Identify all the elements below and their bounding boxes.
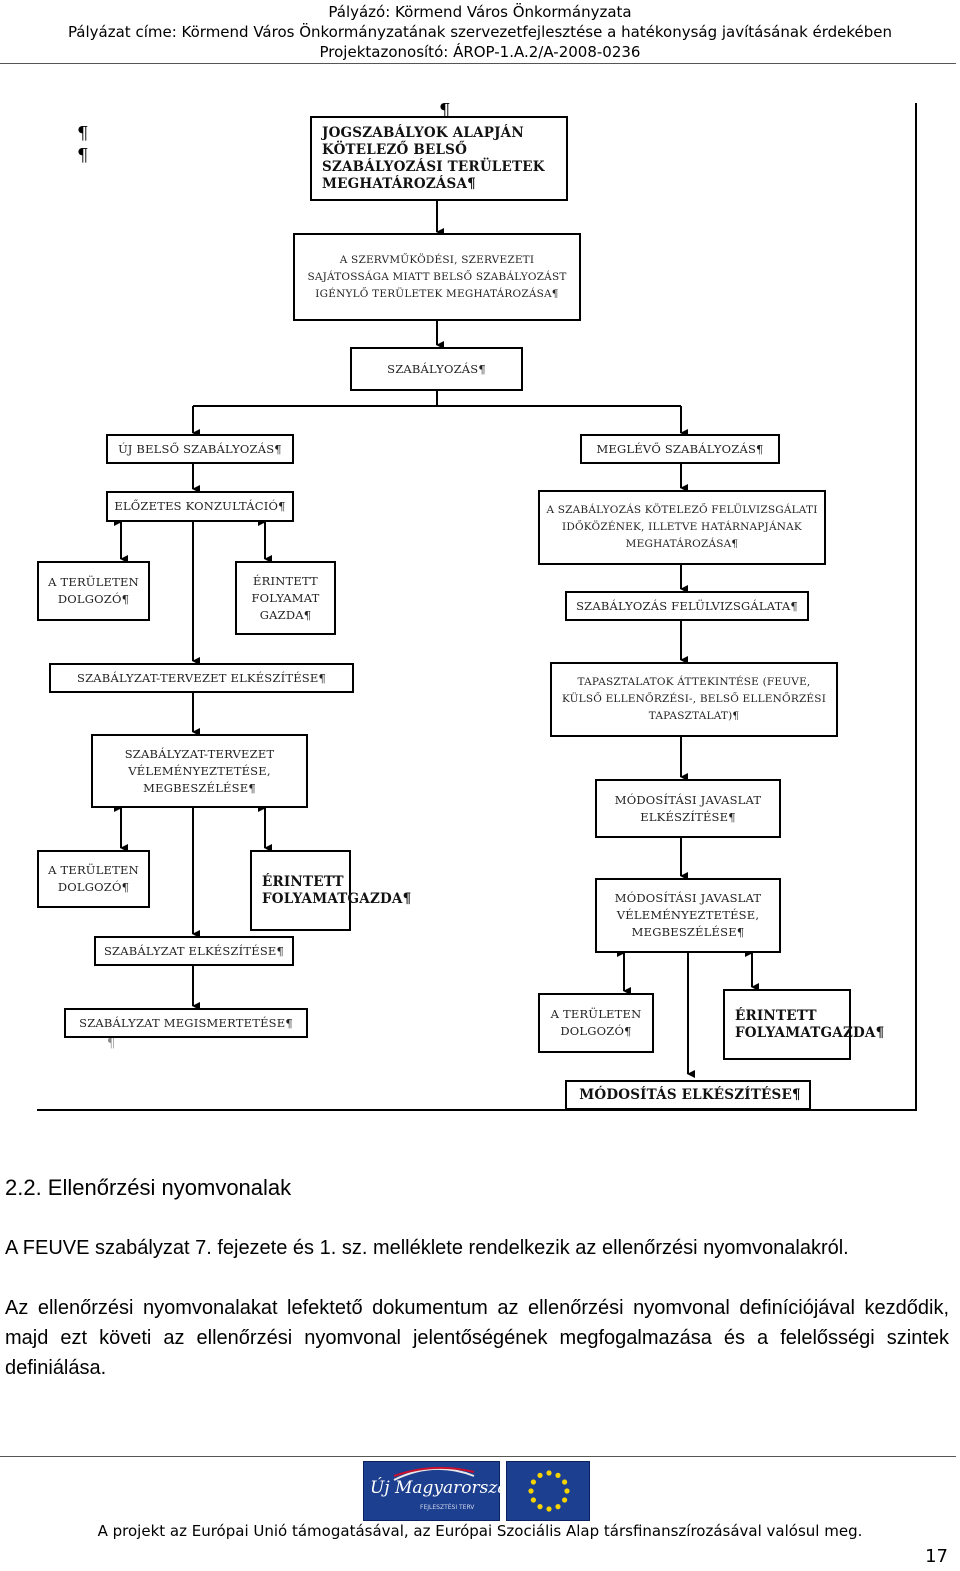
box-regulation-review: Szabályozás felülvizsgálata¶ (565, 591, 809, 621)
box-draft-review: Szabályzat-tervezet véleményeztetése, me… (91, 734, 308, 808)
box-specific-areas: A szervműködési, szervezeti sajátossága … (293, 233, 581, 321)
box-review-interval: A szabályozás kötelező felülvizsgálati i… (538, 490, 826, 565)
box-regulation: Szabályozás¶ (350, 347, 523, 391)
box-label: Módosítás elkészítése¶ (579, 1086, 801, 1103)
box-label: A területen dolgozó¶ (48, 575, 139, 606)
box-label: A területen dolgozó¶ (48, 863, 139, 894)
box-area-staff: A területen dolgozó¶ (538, 993, 654, 1053)
eu-flag-logo (506, 1461, 590, 1521)
header-project-title: Pályázat címe: Körmend Város Önkormányza… (67, 23, 893, 41)
box-modification-review: Módosítási javaslat véleményeztetése, me… (595, 878, 781, 953)
box-new-regulation: Új belső szabályozás¶ (106, 434, 294, 464)
pilcrow-mark: ¶ (107, 1036, 116, 1051)
box-area-staff: A területen dolgozó¶ (37, 561, 150, 621)
box-modification-proposal: Módosítási javaslat elkészítése¶ (595, 779, 781, 838)
box-process-owner: Érintett folyamat gazda¶ (235, 561, 336, 635)
box-label: A szabályozás kötelező felülvizsgálati i… (546, 504, 818, 550)
box-label: Szabályzat megismertetése¶ (79, 1015, 293, 1030)
box-label: A területen dolgozó¶ (550, 1007, 642, 1038)
footer-divider (0, 1456, 956, 1457)
box-experience-review: Tapasztalatok áttekintése (FEUVE, Külső … (550, 662, 838, 737)
box-label: Érintett folyamatgazda¶ (262, 873, 412, 907)
box-rule-preparation: Szabályzat elkészítése¶ (94, 936, 294, 966)
header-applicant: Pályázó: Körmend Város Önkormányzata (328, 3, 632, 21)
box-modification-preparation: Módosítás elkészítése¶ (565, 1080, 811, 1110)
box-label: Módosítási javaslat elkészítése¶ (614, 792, 762, 824)
box-label: Szabályozás felülvizsgálata¶ (576, 598, 798, 613)
box-process-owner: Érintett folyamatgazda¶ (250, 850, 411, 931)
pilcrow-mark: ¶ (77, 145, 89, 166)
pilcrow-mark: ¶ (439, 100, 451, 121)
logo-arc (393, 1466, 475, 1481)
footer-funding-note: A projekt az Európai Unió támogatásával,… (97, 1522, 863, 1540)
box-area-staff: A területen dolgozó¶ (37, 850, 150, 908)
box-label: Új belső szabályozás¶ (118, 441, 282, 456)
box-label: Szabályzat elkészítése¶ (103, 943, 285, 958)
paragraph: Az ellenőrzési nyomvonalakat lefektető d… (5, 1297, 949, 1379)
box-label: Érintett folyamat gazda¶ (251, 573, 320, 622)
pilcrow-mark: ¶ (77, 123, 89, 144)
box-existing-regulation: Meglévő szabályozás¶ (580, 434, 780, 464)
box-label: Szabályozás¶ (387, 361, 486, 376)
box-mandatory-areas: Jogszabályok alapján kötelező belső szab… (310, 116, 568, 201)
box-label: Jogszabályok alapján kötelező belső szab… (322, 124, 545, 192)
box-label: Érintett folyamatgazda¶ (735, 1007, 885, 1041)
eu-stars-icon (528, 1470, 570, 1512)
box-label: Szabályzat-tervezet elkészítése¶ (77, 670, 326, 685)
header-divider (0, 63, 956, 64)
box-label: A szervműködési, szervezeti sajátossága … (307, 253, 567, 300)
uj-magyarorszag-logo: Új Magyarország FEJLESZTÉSI TERV (363, 1461, 518, 1521)
paragraph: A FEUVE szabályzat 7. fejezete és 1. sz.… (5, 1237, 849, 1259)
box-label: Előzetes konzultáció¶ (114, 499, 286, 513)
box-label: Módosítási javaslat véleményeztetése, me… (614, 891, 762, 939)
box-rule-publication: Szabályzat megismertetése¶ (64, 1008, 308, 1038)
box-draft-preparation: Szabályzat-tervezet elkészítése¶ (49, 663, 354, 693)
box-label: Tapasztalatok áttekintése (FEUVE, Külső … (561, 676, 827, 722)
flowchart-connectors (37, 103, 917, 1111)
page-number: 17 (925, 1546, 948, 1567)
box-process-owner: Érintett folyamatgazda¶ (723, 989, 884, 1060)
box-pre-consultation: Előzetes konzultáció¶ (106, 491, 294, 522)
header-project-id: Projektazonosító: ÁROP-1.A.2/A-2008-0236 (319, 43, 641, 61)
logo-text: Új Magyarország (370, 1478, 519, 1498)
box-label: Meglévő szabályozás¶ (596, 441, 764, 456)
regulation-flowchart: ¶ ¶ ¶ ¶ Jogszabályok alapján kötelező be… (37, 100, 917, 1111)
logo-subtext: FEJLESZTÉSI TERV (420, 1504, 475, 1511)
box-label: Szabályzat-tervezet véleményeztetése, me… (124, 746, 275, 795)
section-heading: 2.2. Ellenőrzési nyomvonalak (5, 1175, 292, 1200)
